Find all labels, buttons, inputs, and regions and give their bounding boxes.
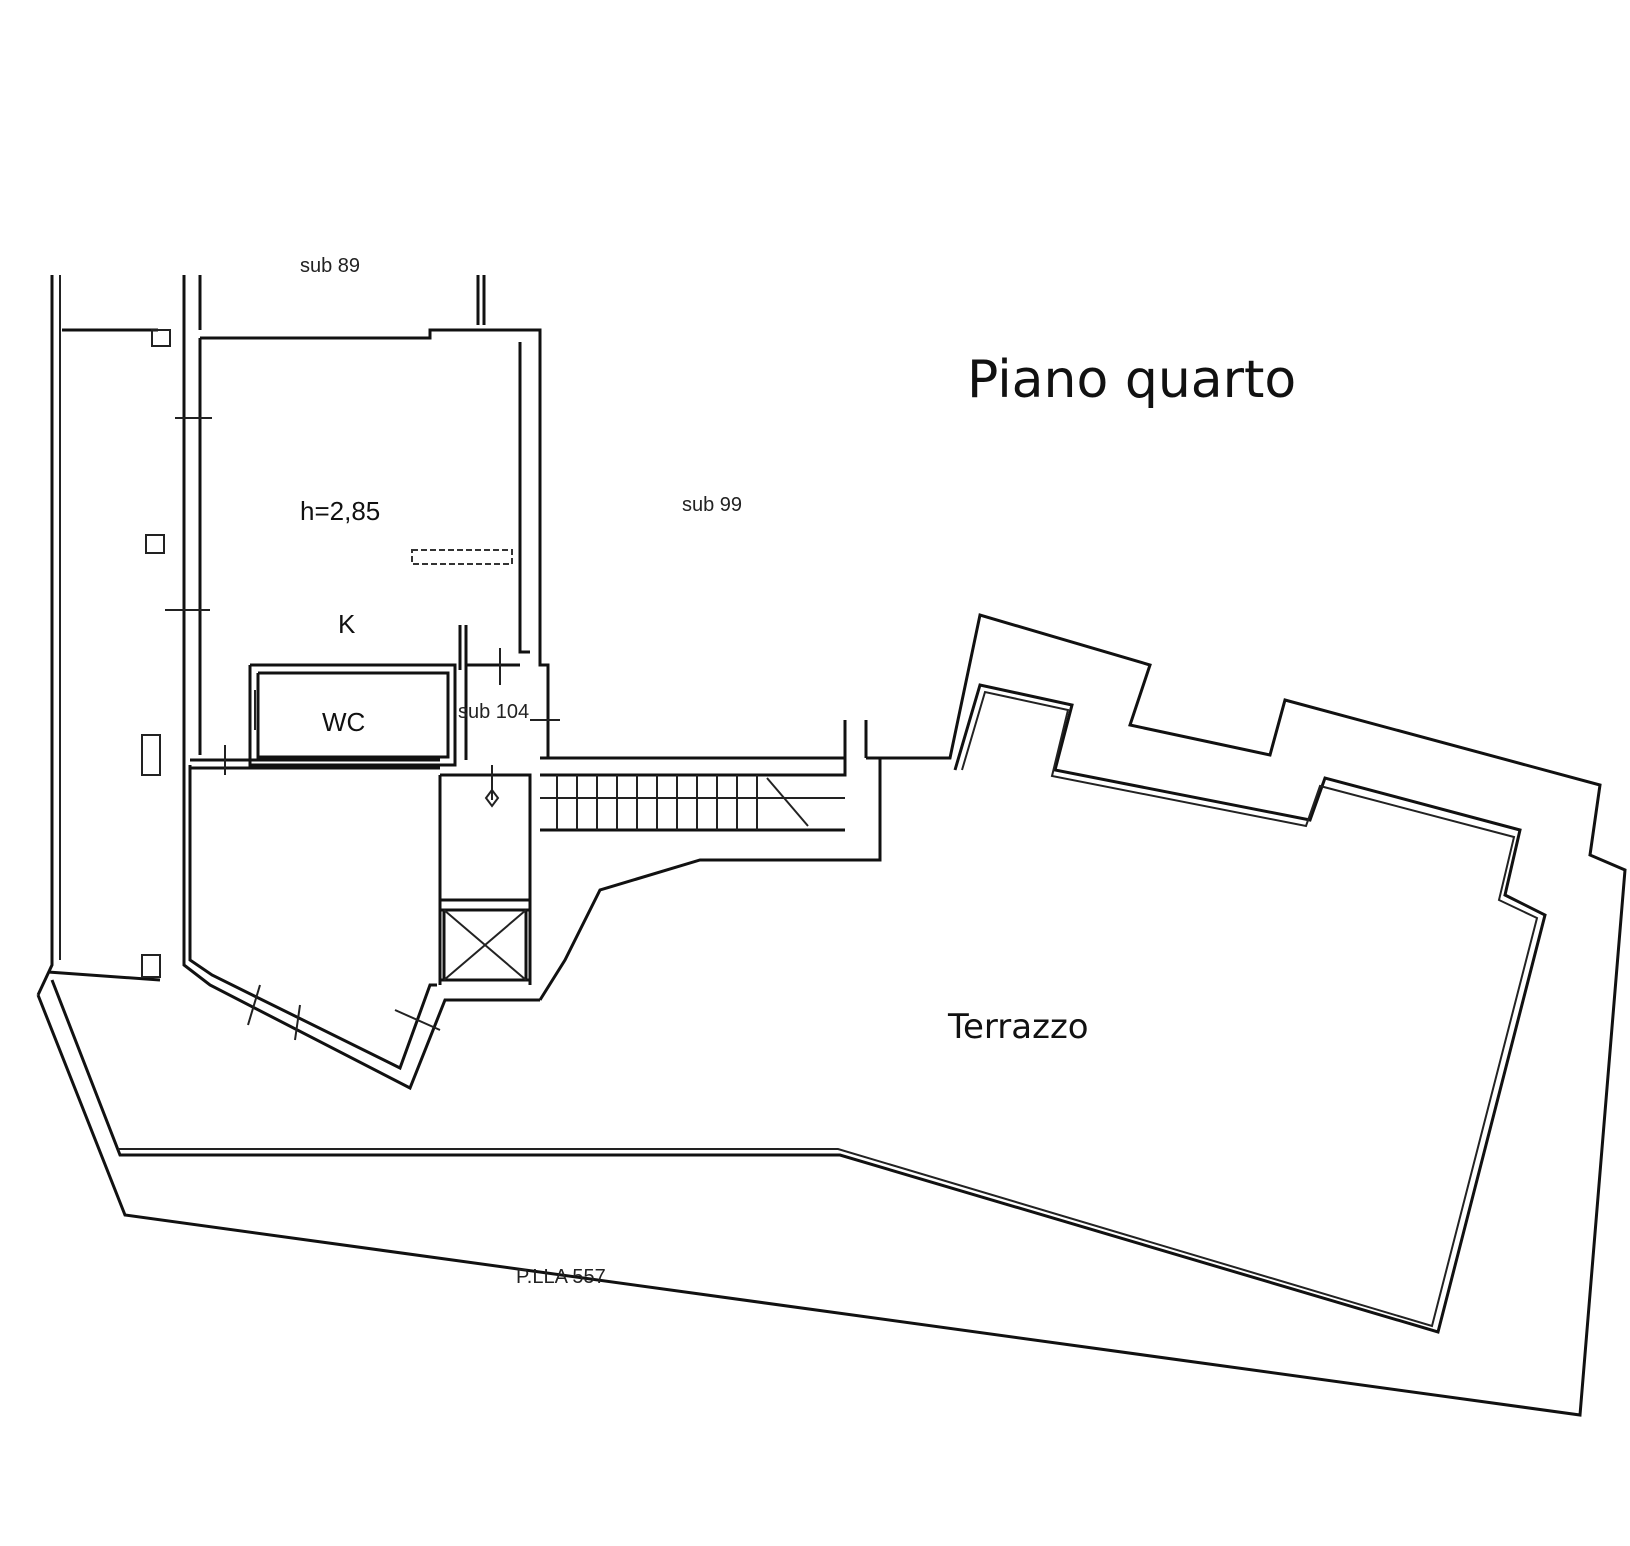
top-boundary-walls (182, 275, 486, 330)
sub-label-top: sub 89 (300, 255, 360, 277)
stair-flight (538, 720, 882, 1001)
kitchen-counter (411, 549, 513, 565)
sub-label-right: sub 99 (682, 494, 742, 516)
left-strip (36, 275, 171, 996)
sub-label-stair: sub 104 (458, 701, 529, 723)
column-marker (141, 734, 161, 776)
room-height-label: h=2,85 (300, 496, 380, 526)
terrace-outline (36, 613, 1627, 1417)
floor-title: Piano quarto (967, 350, 1296, 410)
kitchen-label: K (338, 609, 356, 639)
stair-landing-marker (484, 788, 500, 808)
column-marker (145, 534, 165, 554)
apartment-walls (165, 328, 560, 1091)
terrace-label: Terrazzo (947, 1007, 1089, 1047)
column-marker (141, 954, 161, 978)
column-marker (151, 329, 171, 347)
parcel-label: P.LLA 557 (516, 1266, 606, 1288)
lift-shaft (442, 908, 528, 982)
wc-label: WC (322, 707, 365, 737)
